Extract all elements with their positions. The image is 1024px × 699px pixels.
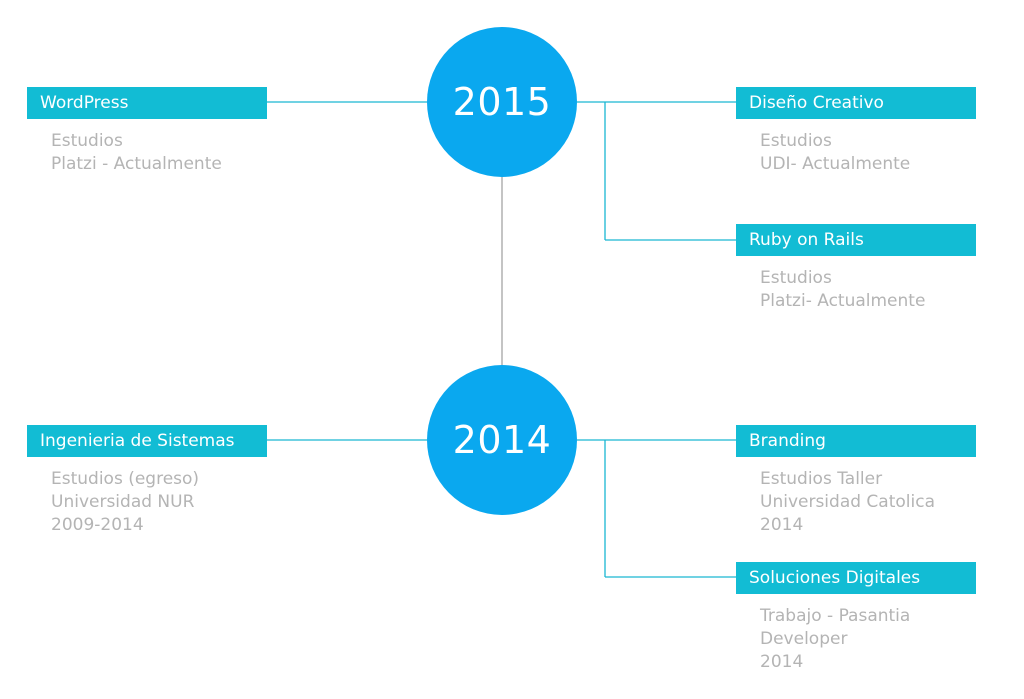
detail-line: Trabajo - Pasantia bbox=[760, 606, 911, 626]
detail-line: 2014 bbox=[760, 515, 804, 535]
detail-line: Estudios Taller bbox=[760, 469, 883, 489]
detail-line: Universidad Catolica bbox=[760, 492, 935, 512]
detail-line: UDI- Actualmente bbox=[760, 154, 911, 174]
year-circle-2014: 2014 bbox=[427, 365, 577, 515]
year-label: 2015 bbox=[452, 80, 552, 124]
detail-line: 2014 bbox=[760, 652, 804, 672]
entry-details-branding: Estudios Taller Universidad Catolica 201… bbox=[760, 468, 935, 537]
entry-title-diseno-creativo: Diseño Creativo bbox=[736, 87, 976, 119]
detail-line: Estudios bbox=[51, 131, 123, 151]
entry-details-soluciones-digitales: Trabajo - Pasantia Developer 2014 bbox=[760, 605, 910, 674]
detail-line: Developer bbox=[760, 629, 848, 649]
entry-details-diseno-creativo: Estudios UDI- Actualmente bbox=[760, 130, 910, 176]
entry-details-ruby-on-rails: Estudios Platzi- Actualmente bbox=[760, 267, 925, 313]
detail-line: Estudios (egreso) bbox=[51, 469, 200, 489]
entry-title-branding: Branding bbox=[736, 425, 976, 457]
entry-title-ingenieria-de-sistemas: Ingenieria de Sistemas bbox=[27, 425, 267, 457]
entry-title-soluciones-digitales: Soluciones Digitales bbox=[736, 562, 976, 594]
detail-line: Platzi - Actualmente bbox=[51, 154, 222, 174]
detail-line: Universidad NUR bbox=[51, 492, 195, 512]
entry-details-wordpress: Estudios Platzi - Actualmente bbox=[51, 130, 222, 176]
year-label: 2014 bbox=[452, 418, 552, 462]
detail-line: Estudios bbox=[760, 131, 832, 151]
entry-title-wordpress: WordPress bbox=[27, 87, 267, 119]
year-circle-2015: 2015 bbox=[427, 27, 577, 177]
detail-line: Platzi- Actualmente bbox=[760, 291, 926, 311]
entry-title-ruby-on-rails: Ruby on Rails bbox=[736, 224, 976, 256]
detail-line: Estudios bbox=[760, 268, 832, 288]
entry-details-ingenieria-de-sistemas: Estudios (egreso) Universidad NUR 2009-2… bbox=[51, 468, 199, 537]
detail-line: 2009-2014 bbox=[51, 515, 144, 535]
